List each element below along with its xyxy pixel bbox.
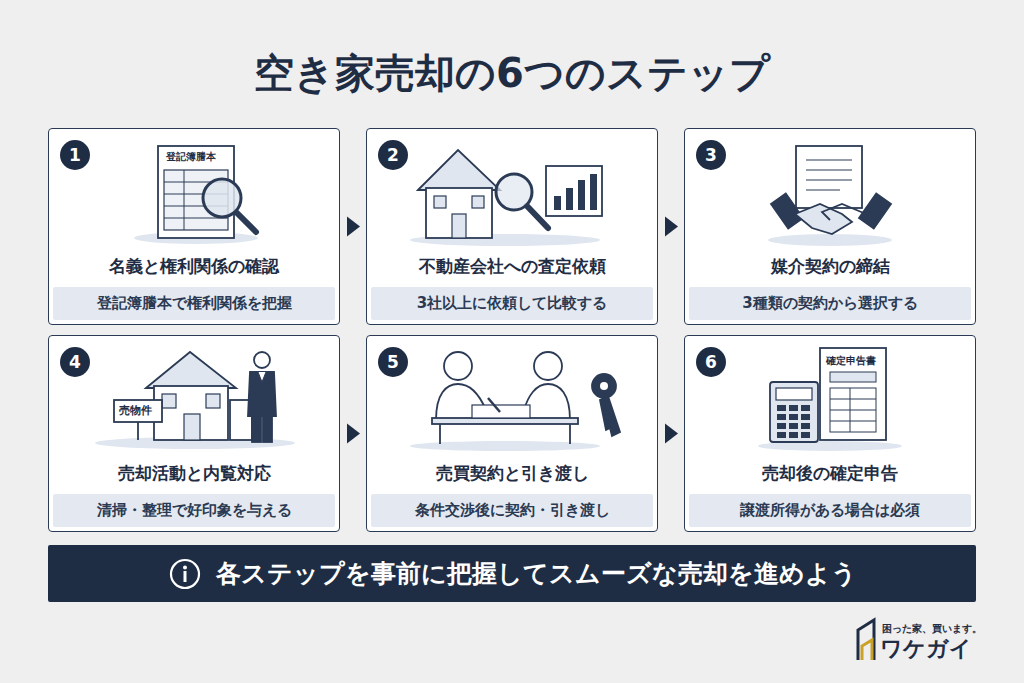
form-title: 確定申告書 [826, 354, 876, 368]
step-heading: 媒介契約の締結 [691, 255, 969, 278]
step-arrow [665, 217, 678, 237]
handshake-illustration [768, 146, 892, 246]
info-icon [168, 557, 202, 591]
calc-key [777, 423, 786, 429]
calc-key [801, 432, 810, 438]
sales-illustration [95, 352, 295, 449]
step-card: 媒介契約の締結 3種類の契約から選択する 3 [684, 128, 976, 325]
step-summary: 3種類の契約から選択する [689, 287, 971, 320]
calc-key [801, 405, 810, 411]
calc-key [777, 414, 786, 420]
step-number: 4 [60, 347, 90, 377]
card-ground [48, 128, 976, 532]
callout-number: 5 [387, 352, 399, 372]
step-card: 売買契約と引き渡し条件交渉後に契約・引き渡し 5 [366, 335, 658, 532]
callout-number: 1 [69, 145, 81, 165]
message-band: 各ステップを事前に把握してスムーズな売却を進めよう [48, 545, 976, 602]
step-card: 売却活動と内覧対応清掃・整理で好印象を与える 4 [48, 335, 340, 532]
calc-key [789, 414, 798, 420]
step-summary: 登記簿謄本で権利関係を把握 [53, 287, 335, 320]
tax-illustration [758, 348, 902, 451]
step-arrow [665, 424, 678, 444]
calc-key [777, 432, 786, 438]
calc-key [777, 405, 786, 411]
step-arrow [347, 424, 360, 444]
band-text: 各ステップを事前に把握してスムーズな売却を進めよう [216, 557, 857, 590]
step-number: 2 [378, 140, 408, 170]
step-number: 3 [696, 140, 726, 170]
step-card: 不動産会社への査定依頼 3社以上に依頼して比較する 2 [366, 128, 658, 325]
calc-key [789, 423, 798, 429]
logo-tagline: 困った家、買います。 [882, 622, 982, 636]
step-summary: 3社以上に依頼して比較する [371, 287, 653, 320]
step-arrow [347, 217, 360, 237]
callout-number: 4 [69, 352, 81, 372]
calc-key [801, 423, 810, 429]
step-summary: 清掃・整理で好印象を与える [53, 494, 335, 527]
document-illustration [134, 146, 258, 244]
step-summary: 条件交渉後に契約・引き渡し [371, 494, 653, 527]
contract-illustration [410, 352, 620, 451]
callout-number: 6 [705, 352, 717, 372]
document-title: 登記簿謄本 [166, 150, 216, 164]
logo-wordmark: ワケガイ [880, 634, 972, 664]
callout-number: 2 [387, 145, 399, 165]
title: 空き家売却の6つのステップ [0, 46, 1024, 101]
calc-key [789, 405, 798, 411]
step-heading: 売却後の確定申告 [691, 462, 969, 485]
sign-text: 売物件 [119, 403, 152, 418]
house-illustration [410, 150, 602, 246]
calc-key [801, 414, 810, 420]
step-number: 6 [696, 347, 726, 377]
step-heading: 売買契約と引き渡し [373, 462, 651, 485]
logo-icon [858, 620, 874, 660]
step-summary: 譲渡所得がある場合は必須 [689, 494, 971, 527]
step-number: 1 [60, 140, 90, 170]
step-heading: 名義と権利関係の確認 [55, 255, 333, 278]
step-heading: 売却活動と内覧対応 [55, 462, 333, 485]
callout-number: 3 [705, 145, 717, 165]
calc-key [789, 432, 798, 438]
step-number: 5 [378, 347, 408, 377]
step-heading: 不動産会社への査定依頼 [373, 255, 651, 278]
